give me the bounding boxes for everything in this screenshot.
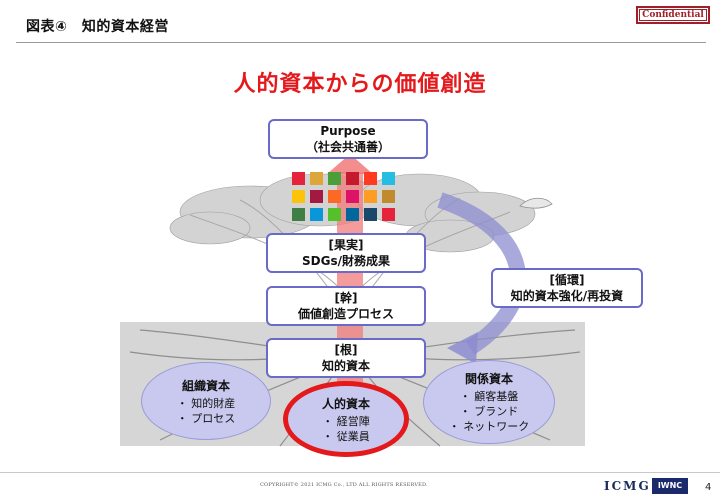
- sdg-goal-icon: [382, 208, 395, 221]
- diagram-title: 人的資本からの価値創造: [233, 72, 487, 97]
- sdg-goal-icon: [364, 172, 377, 185]
- bird-sketch: [519, 197, 553, 209]
- trunk-subtitle: 価値創造プロセス: [297, 307, 394, 321]
- sdg-goal-icon: [328, 172, 341, 185]
- trunk-box: [幹] 価値創造プロセス: [266, 286, 426, 326]
- cycle-subtitle: 知的資本強化/再投資: [510, 289, 624, 303]
- sdg-goal-icon: [310, 172, 323, 185]
- relational-capital-ellipse: 関係資本 ・ 顧客基盤 ・ ブランド ・ ネットワーク: [423, 360, 555, 444]
- sdg-goal-icon: [364, 208, 377, 221]
- iwnc-logo: IWNC: [652, 478, 688, 494]
- human-capital-title: 人的資本: [321, 396, 370, 411]
- page-number: 4: [705, 482, 712, 493]
- root-subtitle: 知的資本: [321, 359, 370, 373]
- sdg-goal-icon: [292, 208, 305, 221]
- organizational-item: ・ 知的財産: [176, 396, 236, 410]
- purpose-label: Purpose: [320, 124, 376, 138]
- human-capital-ellipse: 人的資本 ・ 経営陣 ・ 従業員: [283, 381, 409, 457]
- confidential-badge: Confidential: [636, 6, 710, 24]
- cycle-label: [循環]: [549, 273, 585, 287]
- root-label: [根]: [334, 343, 358, 357]
- sdg-goal-icon: [382, 172, 395, 185]
- purpose-subtitle: （社会共通善）: [305, 140, 390, 154]
- sdg-goal-icon: [292, 172, 305, 185]
- human-item: ・ 経営陣: [322, 414, 370, 428]
- fruit-subtitle: SDGs/財務成果: [302, 254, 390, 268]
- sdg-goal-icon: [310, 190, 323, 203]
- relational-item: ・ ブランド: [459, 405, 519, 418]
- cycle-box: [循環] 知的資本強化/再投資: [491, 268, 643, 308]
- fruit-box: [果実] SDGs/財務成果: [266, 233, 426, 273]
- relational-capital-title: 関係資本: [464, 372, 513, 386]
- cycle-arrow: [437, 192, 526, 364]
- relational-item: ・ ネットワーク: [448, 420, 530, 433]
- purpose-box: Purpose （社会共通善）: [268, 119, 428, 159]
- relational-item: ・ 顧客基盤: [459, 390, 519, 403]
- sdg-goal-icon: [382, 190, 395, 203]
- footer-divider: [0, 472, 720, 473]
- sdg-goal-icon: [292, 190, 305, 203]
- copyright-text: COPYRIGHT© 2021 ICMG Co., LTD ALL RIGHTS…: [260, 482, 428, 488]
- header-divider: [16, 42, 706, 43]
- page-header-title: 図表④ 知的資本経営: [26, 19, 169, 35]
- sdg-goal-icon: [310, 208, 323, 221]
- icmg-logo: ICMG: [604, 479, 651, 493]
- root-box: [根] 知的資本: [266, 338, 426, 378]
- human-item: ・ 従業員: [322, 429, 370, 443]
- organizational-capital-title: 組織資本: [181, 378, 230, 393]
- sdg-goal-icon: [328, 208, 341, 221]
- trunk-label: [幹]: [334, 291, 358, 305]
- sdg-goal-icon: [346, 208, 359, 221]
- sdg-icons-grid: [292, 172, 402, 226]
- sdg-goal-icon: [328, 190, 341, 203]
- fruit-label: [果実]: [328, 238, 364, 252]
- organizational-item: ・ プロセス: [176, 411, 236, 425]
- organizational-capital-ellipse: 組織資本 ・ 知的財産 ・ プロセス: [141, 362, 271, 440]
- sdg-goal-icon: [364, 190, 377, 203]
- sdg-goal-icon: [346, 172, 359, 185]
- sdg-goal-icon: [346, 190, 359, 203]
